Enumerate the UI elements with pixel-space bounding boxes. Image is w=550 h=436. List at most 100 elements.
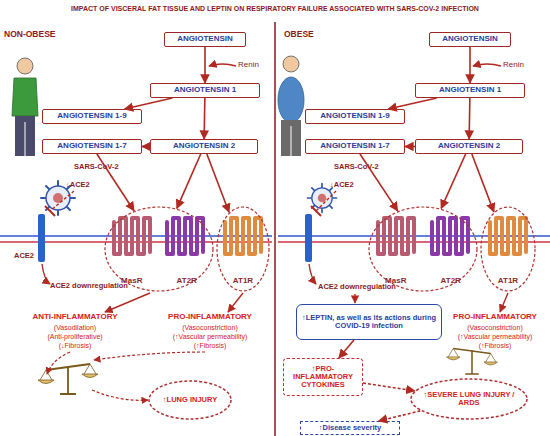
connector-arrow xyxy=(142,146,150,148)
inhibition-bar xyxy=(311,206,321,216)
node-text: ANGIOTENSIN 1 xyxy=(439,86,501,95)
connector-arrow xyxy=(339,340,354,358)
scale-strings xyxy=(40,370,52,380)
virus-label: SARS-CoV-2 xyxy=(334,163,394,171)
scale-stand xyxy=(60,366,76,394)
node-text: ANGIOTENSIN 2 xyxy=(438,142,500,151)
scale-strings xyxy=(486,354,496,363)
connector-arrow xyxy=(441,154,465,208)
node-text: ANGIOTENSIN 1-7 xyxy=(320,142,389,151)
person-legs-gap xyxy=(291,126,292,156)
node-text: ANGIOTENSIN 1-7 xyxy=(57,142,126,151)
scale-stand xyxy=(465,350,479,374)
balance-scale xyxy=(447,348,498,374)
masr-receptor xyxy=(378,218,414,254)
virus-core xyxy=(318,194,327,203)
effect-heading: ANTI-INFLAMMATORY xyxy=(20,313,130,322)
receptor-group: AT1R xyxy=(480,206,536,292)
person-legs-gap xyxy=(25,122,26,156)
connector-arrow xyxy=(177,154,201,208)
effect-arrow xyxy=(105,293,150,312)
ace2-receptor xyxy=(305,214,312,262)
node-text: AT1R xyxy=(233,277,253,286)
node-text: ↑SEVERE LUNG INJURY / ARDS xyxy=(422,391,516,408)
molecule-box: ANGIOTENSIN 1-9 xyxy=(305,109,405,124)
inhibition-label: ↓ACE2 xyxy=(66,181,106,189)
connector-arrow xyxy=(203,98,205,139)
at2r-receptor xyxy=(167,218,203,254)
ellipse-outline xyxy=(481,207,535,291)
node-text: ANGIOTENSIN xyxy=(177,35,233,44)
renin-arrow xyxy=(473,64,501,66)
connector-arrow xyxy=(469,47,471,83)
scale-strings xyxy=(448,348,458,357)
node-text: AT1R xyxy=(498,277,518,286)
node-text: ANGIOTENSIN 1 xyxy=(174,86,236,95)
connector-arrow xyxy=(125,98,173,109)
dashed-arrow xyxy=(94,352,205,360)
receptor-group: MasRAT2R xyxy=(368,206,478,292)
connector-arrow xyxy=(472,154,494,212)
receptor-label: ACE2 xyxy=(14,252,44,260)
effect-detail: (Anti-proliferative) xyxy=(20,333,130,341)
divider-line xyxy=(274,22,276,436)
ellipse-outline xyxy=(149,381,231,419)
group-heading: NON-OBESE xyxy=(4,30,64,39)
molecule-box: ANGIOTENSIN 2 xyxy=(150,139,258,154)
connector-arrow xyxy=(405,146,415,148)
effect-detail: (↑Fibrosis) xyxy=(440,342,550,350)
outcome-ellipse: ↑SEVERE LUNG INJURY / ARDS xyxy=(410,378,528,420)
ellipse-outline xyxy=(217,207,269,291)
molecule-box: ANGIOTENSIN xyxy=(164,32,246,47)
ellipse-outline xyxy=(105,207,213,291)
person-shirt xyxy=(12,78,38,116)
effect-detail: (↑Vascular permeability) xyxy=(155,333,265,341)
node-text: ↑Disease severity xyxy=(319,424,382,432)
renin-arrow xyxy=(209,64,236,66)
effect-detail: (Vasoconstriction) xyxy=(440,324,550,332)
node-text: ↑PRO-INFLAMMATORY CYTOKINES xyxy=(286,365,360,390)
node-text: AT2R xyxy=(441,277,461,286)
node-text: AT2R xyxy=(177,277,197,286)
connector-arrow xyxy=(388,98,437,109)
molecule-box: ANGIOTENSIN 2 xyxy=(415,139,523,154)
node-text: ANGIOTENSIN 1-9 xyxy=(320,112,389,121)
leptin-arrow xyxy=(354,294,355,303)
node-text: ANGIOTENSIN 2 xyxy=(173,142,235,151)
molecule-box: ANGIOTENSIN 1 xyxy=(415,83,525,98)
scale-pan xyxy=(38,380,54,384)
cytokine-box: ↑PRO-INFLAMMATORY CYTOKINES xyxy=(283,358,363,396)
leptin-box: ↑LEPTIN, as well as its actions during C… xyxy=(296,304,442,340)
connector-arrow xyxy=(468,98,470,139)
effect-label: ACE2 downregulation xyxy=(318,283,418,291)
ellipse-outline xyxy=(368,206,478,292)
scale-pan xyxy=(484,362,498,365)
molecule-box: ANGIOTENSIN xyxy=(429,32,511,47)
person-head xyxy=(283,56,299,72)
dashed-arrow xyxy=(92,390,148,400)
person-shirt xyxy=(278,77,304,123)
ace2-receptor xyxy=(38,214,45,262)
diagram-title: IMPACT OF VISCERAL FAT TISSUE AND LEPTIN… xyxy=(5,5,545,13)
effect-label: ACE2 downregulation xyxy=(50,282,150,290)
downregulation-arrow xyxy=(309,264,316,284)
connector-arrow xyxy=(204,47,206,83)
scale-pan xyxy=(447,357,461,360)
scale-pan xyxy=(82,374,98,378)
virus-body xyxy=(312,188,332,208)
effect-detail: (Vasodilation) xyxy=(20,324,130,332)
scale-beam xyxy=(453,348,490,353)
effect-detail: (↓Fibrosis) xyxy=(20,342,130,350)
effect-heading: PRO-INFLAMMATORY xyxy=(440,313,550,322)
node-text: ↑LUNG INJURY xyxy=(163,396,217,404)
masr-receptor xyxy=(114,218,150,254)
inhibition-line xyxy=(316,191,336,211)
effect-heading: PRO-INFLAMMATORY xyxy=(155,313,265,322)
inhibition-line xyxy=(50,191,74,211)
connector-arrow xyxy=(379,411,421,421)
enzyme-label: Renin xyxy=(503,61,533,70)
connector-arrow xyxy=(207,154,229,212)
inhibition-bar xyxy=(45,206,55,216)
